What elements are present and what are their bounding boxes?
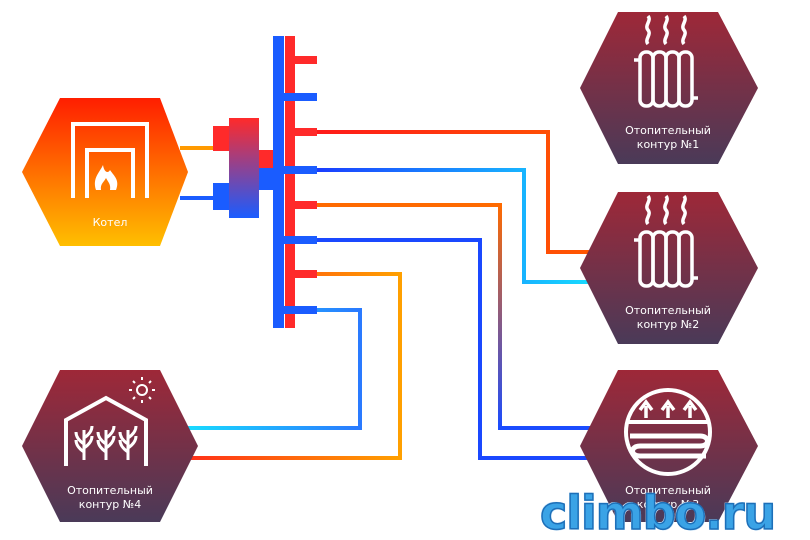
circuit3-return-pipe (316, 238, 604, 460)
circuit4-node (22, 370, 198, 522)
circuit1-node (580, 12, 758, 164)
circuit2-label: Отопительный контур №2 (625, 304, 711, 331)
sun-icon (129, 377, 155, 403)
radiator-icon (634, 194, 698, 288)
circuit3-label: Отопительный контур №3 (625, 484, 711, 511)
circuit3-supply-pipe (316, 203, 604, 430)
distribution-manifold (273, 36, 317, 328)
circuit4-cold-pipe (178, 308, 362, 430)
circuit4-warm-pipe (178, 272, 402, 460)
hydraulic-separator (213, 118, 273, 218)
circuit3-node (580, 370, 758, 522)
circuit1-label: Отопительный контур №1 (625, 124, 711, 151)
circuit2-return-pipe (316, 168, 600, 284)
boiler-flame-icon (71, 122, 149, 198)
manifold-return-bar (273, 36, 284, 328)
circuit4-label: Отопительный контур №4 (67, 484, 153, 511)
circuit2-supply-pipe (316, 130, 600, 254)
circuit2-node (580, 192, 758, 344)
greenhouse-icon (64, 395, 148, 466)
boiler-node (22, 98, 188, 246)
pipes (178, 58, 604, 460)
underfloor-heating-icon (624, 388, 712, 476)
radiator-icon (634, 14, 698, 108)
boiler-label: Котел (92, 216, 128, 229)
site-watermark: climbo.ru (539, 485, 777, 540)
manifold-supply-bar (285, 36, 295, 328)
